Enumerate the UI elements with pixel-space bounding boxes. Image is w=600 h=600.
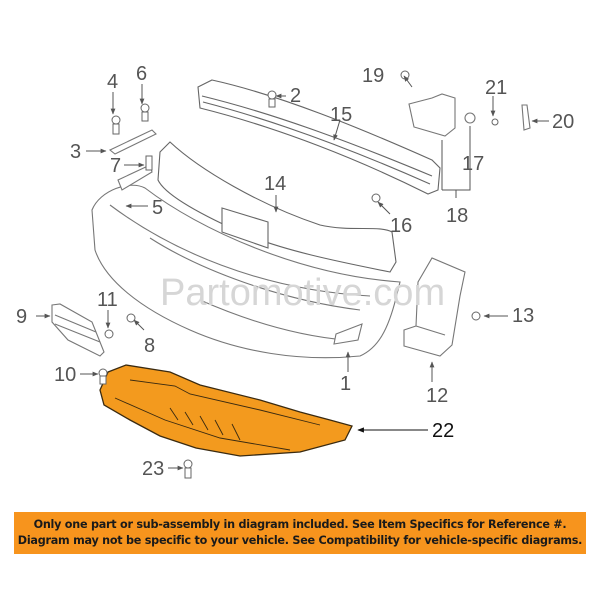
disclaimer-line-2: Diagram may not be specific to your vehi… [17, 534, 583, 547]
disclaimer-banner: Only one part or sub-assembly in diagram… [14, 512, 586, 554]
callout-15: 15 [330, 104, 353, 126]
engine-splash-shield-22 [99, 364, 353, 457]
energy-absorber-14 [157, 141, 397, 273]
callout-13: 13 [512, 305, 535, 327]
mounting-strip-3 [108, 129, 157, 155]
callout-21: 21 [485, 77, 508, 99]
callout-12: 12 [426, 385, 449, 407]
callout-1: 1 [340, 373, 352, 395]
bumper-cover-1 [91, 164, 401, 359]
callout-11: 11 [97, 289, 118, 311]
callout-17: 17 [462, 153, 485, 175]
disclaimer-line-1: Only one part or sub-assembly in diagram… [33, 518, 567, 531]
callout-16: 16 [390, 215, 413, 237]
callout-14: 14 [264, 173, 287, 195]
clip-20 [521, 104, 531, 131]
callout-20: 20 [552, 111, 575, 133]
callout-6: 6 [136, 63, 148, 85]
callout-19: 19 [362, 65, 385, 87]
callout-7: 7 [110, 155, 122, 177]
callout-5: 5 [152, 197, 164, 219]
callout-8: 8 [144, 335, 156, 357]
callout-4: 4 [107, 71, 119, 93]
callout-2: 2 [290, 85, 302, 107]
callout-3: 3 [70, 141, 82, 163]
callout-10: 10 [54, 364, 77, 386]
callout-18: 18 [446, 205, 469, 227]
watermark: Partomotive.com [160, 272, 446, 314]
callout-9: 9 [16, 306, 28, 328]
side-bracket-12 [403, 257, 466, 357]
fog-grille-9 [51, 303, 105, 357]
bracket-18 [408, 93, 476, 137]
bumper-reinforcement-15 [197, 79, 441, 195]
callout-22: 22 [432, 420, 455, 442]
callout-23: 23 [142, 458, 165, 480]
fasteners [98, 70, 499, 479]
